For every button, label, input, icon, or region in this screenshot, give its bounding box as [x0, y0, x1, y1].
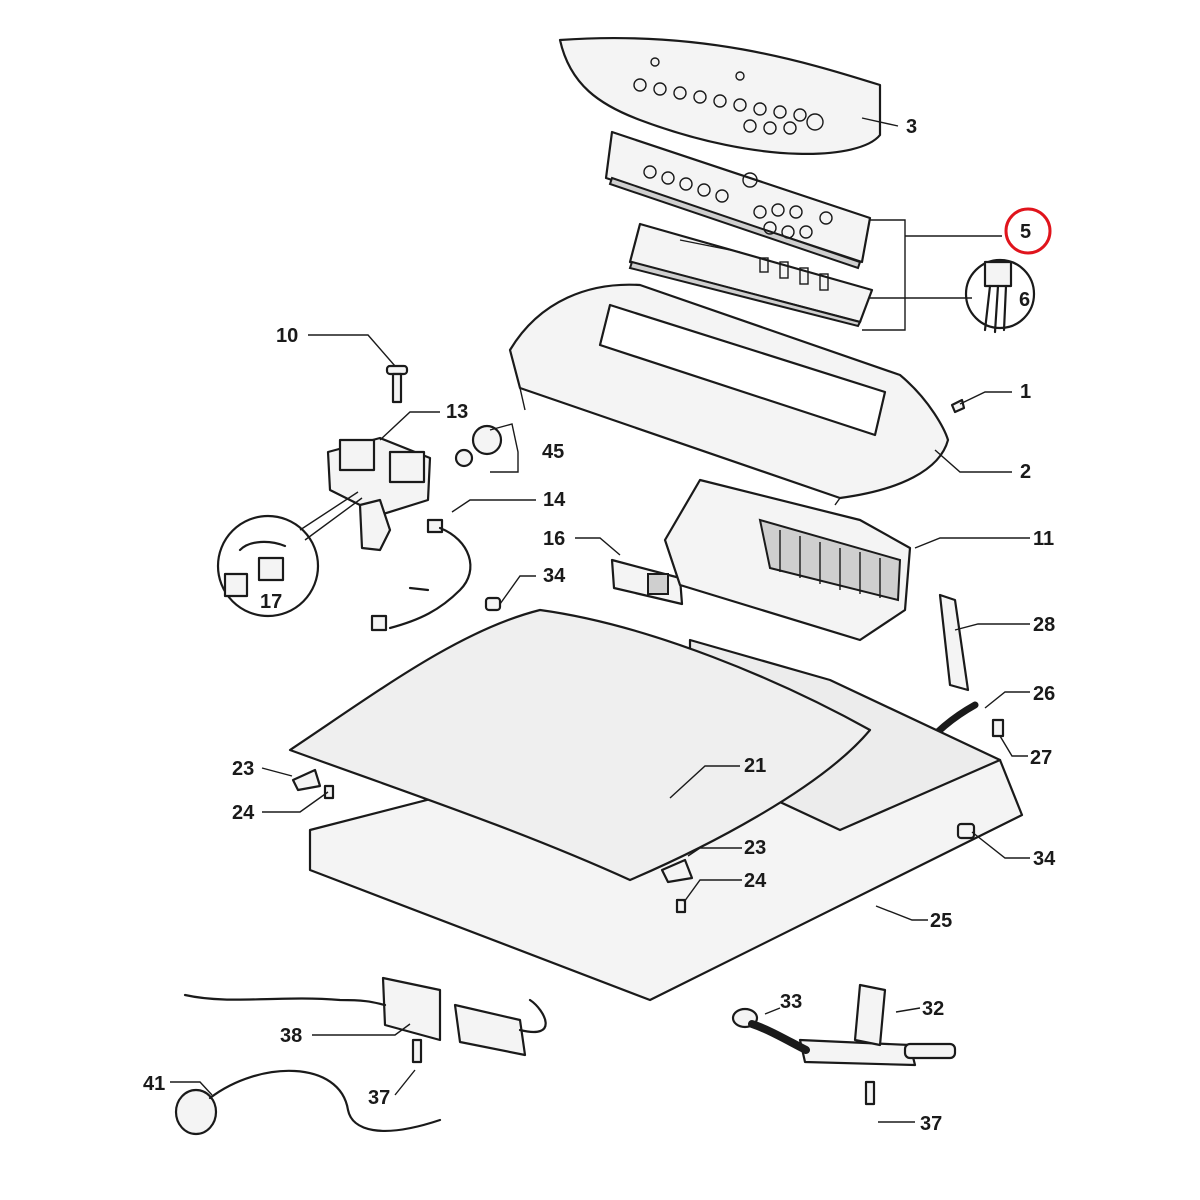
callout-24b: 24 — [744, 870, 767, 892]
part-16-door-lock — [610, 558, 684, 606]
callout-45: 45 — [542, 441, 564, 463]
highlight-circle — [1004, 207, 1052, 255]
part-6-wiring-connector — [964, 258, 1036, 334]
part-45-nut-and-washer — [454, 424, 503, 468]
part-24-screw-left — [323, 784, 335, 800]
callout-16: 16 — [543, 528, 565, 550]
callout-6: 6 — [1019, 289, 1030, 311]
callout-labels: 3 5 6 1 2 10 13 45 14 16 11 34 17 28 26 … — [143, 116, 1056, 1135]
part-24-screw-right — [675, 898, 687, 914]
callout-21: 21 — [744, 755, 766, 777]
part-37-screw-lower-right — [864, 1080, 876, 1106]
callout-13: 13 — [446, 401, 468, 423]
part-13-inlet-valve — [326, 436, 432, 552]
part-10-screw — [385, 364, 409, 404]
part-14-pressure-sensor-wire — [370, 518, 472, 632]
callout-3: 3 — [906, 116, 917, 138]
callout-14: 14 — [543, 489, 566, 511]
callout-10: 10 — [276, 325, 298, 347]
callout-28: 28 — [1033, 614, 1055, 636]
callout-23a: 23 — [232, 758, 254, 780]
callout-26: 26 — [1033, 683, 1055, 705]
part-38-noise-filter — [183, 976, 547, 1057]
callout-34a: 34 — [543, 565, 566, 587]
part-11-power-module — [663, 478, 912, 642]
callout-27: 27 — [1030, 747, 1052, 769]
callout-23b: 23 — [744, 837, 766, 859]
part-3-control-panel-decal — [558, 36, 882, 155]
callout-41: 41 — [143, 1073, 165, 1095]
part-27-clip — [991, 718, 1005, 738]
callout-17: 17 — [260, 591, 282, 613]
callout-38: 38 — [280, 1025, 302, 1047]
callout-32: 32 — [922, 998, 944, 1020]
part-2-control-panel-housing — [508, 283, 950, 506]
part-33-drain-hose — [731, 1007, 810, 1054]
part-41-power-cord — [174, 1069, 442, 1136]
callout-5: 5 — [1020, 221, 1031, 243]
part-23-hinge-cap-right — [660, 858, 694, 884]
part-32-drain-pump — [798, 983, 957, 1067]
part-34-cap-upper — [484, 596, 502, 612]
part-21-lid — [288, 608, 872, 882]
part-1-screw — [950, 398, 966, 414]
callout-33: 33 — [780, 991, 802, 1013]
part-5-lower-circuit-board — [628, 222, 874, 328]
callout-2: 2 — [1020, 461, 1031, 483]
part-34-cap-lower — [956, 822, 976, 840]
callout-1: 1 — [1020, 381, 1031, 403]
callout-37a: 37 — [368, 1087, 390, 1109]
callout-34b: 34 — [1033, 848, 1056, 870]
callout-11: 11 — [1033, 528, 1054, 550]
part-28-bracket — [938, 593, 970, 692]
part-23-hinge-cap-left — [291, 768, 322, 792]
callout-24a: 24 — [232, 802, 255, 824]
part-37-screw-lower-left — [411, 1038, 423, 1064]
callout-25: 25 — [930, 910, 952, 932]
part-5-electronic-board — [604, 130, 872, 270]
part-17-connector-detail — [216, 491, 363, 618]
leader-lines — [170, 117, 1030, 1123]
callout-37b: 37 — [920, 1113, 942, 1135]
